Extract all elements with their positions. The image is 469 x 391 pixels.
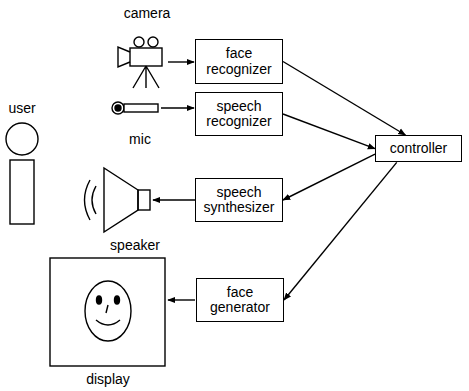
mic-icon bbox=[112, 102, 158, 114]
box-label: face recognizer bbox=[196, 43, 282, 80]
device-label: display bbox=[85, 372, 131, 387]
signal-arrow bbox=[168, 61, 194, 62]
connector-arrow bbox=[284, 162, 397, 300]
user-figure bbox=[6, 123, 38, 224]
signal-arrow bbox=[161, 107, 194, 108]
process-box: controller bbox=[375, 135, 462, 162]
box-label: face generator bbox=[197, 282, 283, 319]
box-label: speech recognizer bbox=[196, 96, 282, 133]
camera-icon bbox=[118, 37, 162, 88]
process-box: speech synthesizer bbox=[195, 178, 283, 222]
box-label: controller bbox=[385, 138, 453, 159]
connector-arrow bbox=[283, 154, 375, 200]
display-icon bbox=[50, 258, 165, 366]
process-box: speech recognizer bbox=[195, 92, 283, 136]
device-label: speaker bbox=[109, 238, 161, 253]
connector-arrow bbox=[283, 114, 375, 149]
speaker-icon bbox=[85, 168, 151, 232]
device-label: mic bbox=[128, 132, 152, 147]
device-label: camera bbox=[123, 6, 172, 21]
signal-arrow bbox=[153, 199, 195, 200]
process-box: face generator bbox=[196, 278, 284, 322]
process-box: face recognizer bbox=[195, 39, 283, 84]
connector-arrow bbox=[283, 62, 405, 136]
box-label: speech synthesizer bbox=[196, 182, 282, 219]
user-label: user bbox=[7, 101, 36, 116]
signal-arrow bbox=[168, 299, 195, 300]
